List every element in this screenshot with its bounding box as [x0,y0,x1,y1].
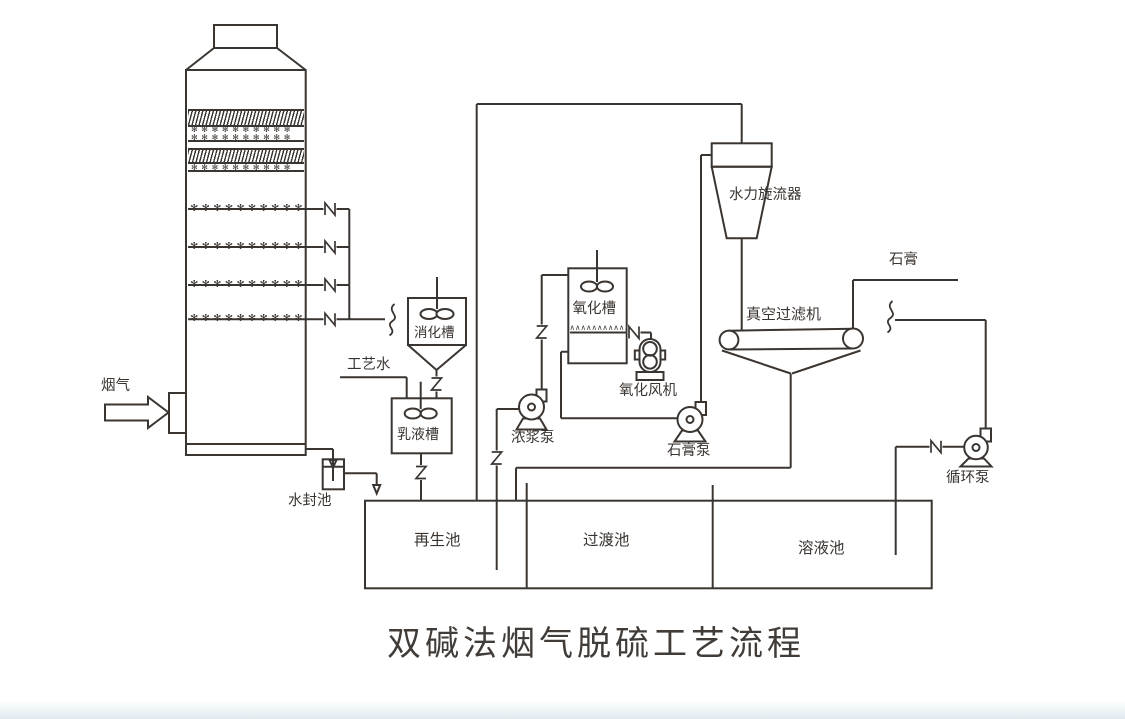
flue-gas-arrow-icon [104,394,171,431]
footer-gradient [0,701,1125,719]
break-symbol-icon [323,200,337,218]
break-symbol-icon [929,438,943,456]
line-continuation-symbols [388,300,894,337]
slurry-pump [495,274,569,570]
cyclone-overflow-return-line [475,103,743,501]
demister-band [188,148,304,164]
hydrocyclone-label: 水力旋流器 [729,187,802,203]
squiggle-icon [388,303,396,337]
agitator-icon [435,308,455,320]
pool-tank [364,483,933,590]
vacuum-filter [515,279,958,501]
valve-icon [414,465,428,480]
agitator-icon [403,407,422,420]
valve-icon [489,450,504,466]
spray-nozzle-row: ✻✻✻✻✻✻✻✻✻✻ [191,134,295,142]
break-symbol-icon [323,238,337,256]
oxidation-tank [560,250,678,420]
pump-icon [518,393,545,421]
water-seal-pool [321,458,382,497]
break-symbol-icon [627,324,641,341]
agitator-icon [596,280,614,293]
flue-gas-label: 烟气 [101,378,130,394]
agitator-icon [419,308,439,320]
sparger-row: ∧∧∧∧∧∧∧∧∧∧∧∧∧∧ [569,324,626,332]
oxidation-fan-label: 氧化风机 [619,383,677,399]
agitator-icon [580,280,598,293]
flue-gas-inlet [104,392,187,434]
belt-roller [718,329,740,351]
spray-nozzle-row: ✻✻✻✻✻✻✻✻✻✻ [190,241,306,252]
valve-icon [534,324,549,340]
regeneration-pool-label: 再生池 [414,532,461,549]
solution-pool-label: 溶液池 [798,540,845,557]
hydrocyclone [701,142,773,331]
valve-symbols [414,324,549,480]
circulation-pump [894,319,994,555]
break-symbol-icon [323,276,337,294]
pump-icon [676,406,704,433]
emulsion-tank-label: 乳液槽 [397,428,439,443]
absorber-tower [185,24,307,456]
slurry-pump-label: 浓浆泵 [511,430,555,446]
demister-band [188,109,304,127]
emulsion-tank [390,381,453,501]
flow-arrowhead-icon [371,484,382,497]
water-seal-pool-label: 水封池 [288,492,332,509]
spray-nozzle-row: ✻✻✻✻✻✻✻✻✻✻ [191,164,295,172]
circulation-pump-label: 循环泵 [946,470,990,486]
squiggle-icon [886,300,894,334]
digestion-tank-label: 消化槽 [414,325,455,340]
pipe-break-symbols [323,200,943,456]
spray-nozzle-row: ✻✻✻✻✻✻✻✻✻✻ [191,126,295,134]
diagram-title: 双碱法烟气脱硫工艺流程 [387,626,805,663]
process-water-label: 工艺水 [347,357,391,373]
spray-nozzle-row: ✻✻✻✻✻✻✻✻✻✻ [190,313,306,324]
tower-drain-line [305,448,339,470]
digestion-tank [407,277,467,399]
gypsum-pump [672,155,708,443]
gypsum-pump-label: 石膏泵 [667,442,711,459]
belt-roller [842,327,864,350]
valve-icon [429,376,444,392]
pump-icon [963,434,989,461]
oxidation-tank-label: 氧化槽 [572,301,617,317]
spray-nozzle-row: ✻✻✻✻✻✻✻✻✻✻ [190,203,306,214]
transition-pool-label: 过渡池 [583,532,630,549]
filtrate-line [515,373,792,501]
spray-header-lines [188,208,385,321]
agitator-icon [419,407,438,420]
gypsum-product-line [852,279,958,329]
gypsum-product-label: 石膏 [889,252,918,268]
oxidation-fan-icon [633,338,667,381]
break-symbol-icon [323,310,337,328]
spray-nozzle-row: ✻✻✻✻✻✻✻✻✻✻ [190,279,306,290]
process-water-line [340,376,408,399]
vacuum-filter-label: 真空过滤机 [746,307,822,323]
